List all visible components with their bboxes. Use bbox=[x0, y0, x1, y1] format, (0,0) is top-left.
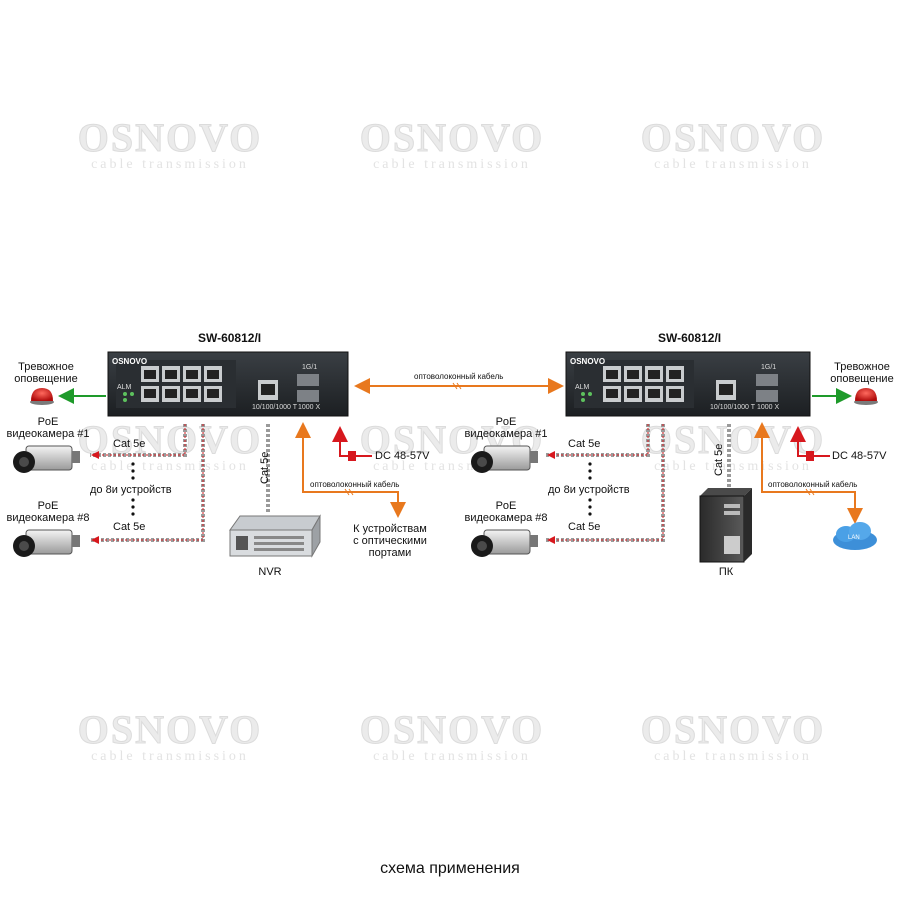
devices-count-label: до 8и устройств bbox=[548, 484, 630, 496]
nvr-cable-label: Cat 5e bbox=[259, 451, 271, 484]
switch-brand-right: OSNOVO bbox=[570, 357, 606, 366]
fiber-arrow-optic bbox=[302, 424, 406, 518]
pc-tower-icon bbox=[699, 488, 752, 563]
fiber-link-mark bbox=[452, 382, 462, 390]
camera-icon bbox=[13, 445, 80, 473]
power-arrow-left bbox=[332, 426, 372, 457]
cable-label: Cat 5e bbox=[568, 521, 601, 533]
cable-label: Cat 5e bbox=[113, 438, 146, 450]
camera-icon bbox=[13, 529, 80, 557]
switch-left bbox=[107, 351, 349, 417]
switch-title-right: SW-60812/I bbox=[658, 331, 722, 345]
fiber-mark bbox=[344, 488, 354, 496]
lan-label: LAN bbox=[848, 535, 860, 541]
ellipsis-dots bbox=[131, 462, 592, 516]
sfp-port-label: 1G/1 bbox=[302, 364, 318, 371]
camera-icon bbox=[471, 529, 538, 557]
sfp-port-label: 1G/1 bbox=[761, 364, 777, 371]
power-plug-icon bbox=[806, 451, 814, 461]
power-arrow-right bbox=[790, 426, 830, 457]
switch-brand-left: OSNOVO bbox=[112, 357, 148, 366]
fiber-arrow-lan bbox=[761, 424, 863, 524]
camera-icon bbox=[471, 445, 538, 473]
switch-title-left: SW-60812/I bbox=[198, 331, 262, 345]
nvr-label: NVR bbox=[258, 566, 282, 578]
alarm-led-label: ALM bbox=[575, 384, 590, 391]
copper-port-label: 10/100/1000 T bbox=[710, 404, 756, 411]
power-label-left: DC 48-57V bbox=[375, 450, 430, 462]
siren-icon bbox=[854, 388, 878, 405]
fiber-port-label: 1000 X bbox=[757, 404, 780, 411]
lan-cloud-icon bbox=[833, 522, 877, 550]
fiber-mark bbox=[805, 488, 815, 496]
camera-cable-8-left bbox=[90, 424, 205, 544]
devices-count-label: до 8и устройств bbox=[90, 484, 172, 496]
rj45-ports bbox=[141, 366, 222, 402]
fiber-label-left: оптоволоконный кабель bbox=[310, 480, 400, 489]
pc-cable-label: Cat 5e bbox=[713, 443, 725, 476]
power-plug-icon bbox=[348, 451, 356, 461]
cable-label: Cat 5e bbox=[568, 438, 601, 450]
copper-port-label: 10/100/1000 T bbox=[252, 404, 298, 411]
rj45-ports bbox=[603, 366, 684, 402]
power-label-right: DC 48-57V bbox=[832, 450, 887, 462]
fiber-label-right: оптоволоконный кабель bbox=[768, 480, 858, 489]
cable-label: Cat 5e bbox=[113, 521, 146, 533]
switch-right bbox=[565, 351, 811, 417]
alarm-led-label: ALM bbox=[117, 384, 132, 391]
fiber-port-label: 1000 X bbox=[298, 404, 321, 411]
fiber-link-label: оптоволоконный кабель bbox=[414, 372, 504, 381]
pc-label: ПК bbox=[718, 566, 734, 578]
camera-cable-8-right bbox=[546, 424, 665, 544]
nvr-icon bbox=[229, 514, 321, 558]
diagram-caption: схема применения bbox=[380, 860, 520, 877]
camera-cable-1-right bbox=[546, 424, 650, 459]
siren-icon bbox=[30, 388, 54, 405]
camera-cable-1-left bbox=[90, 424, 187, 459]
